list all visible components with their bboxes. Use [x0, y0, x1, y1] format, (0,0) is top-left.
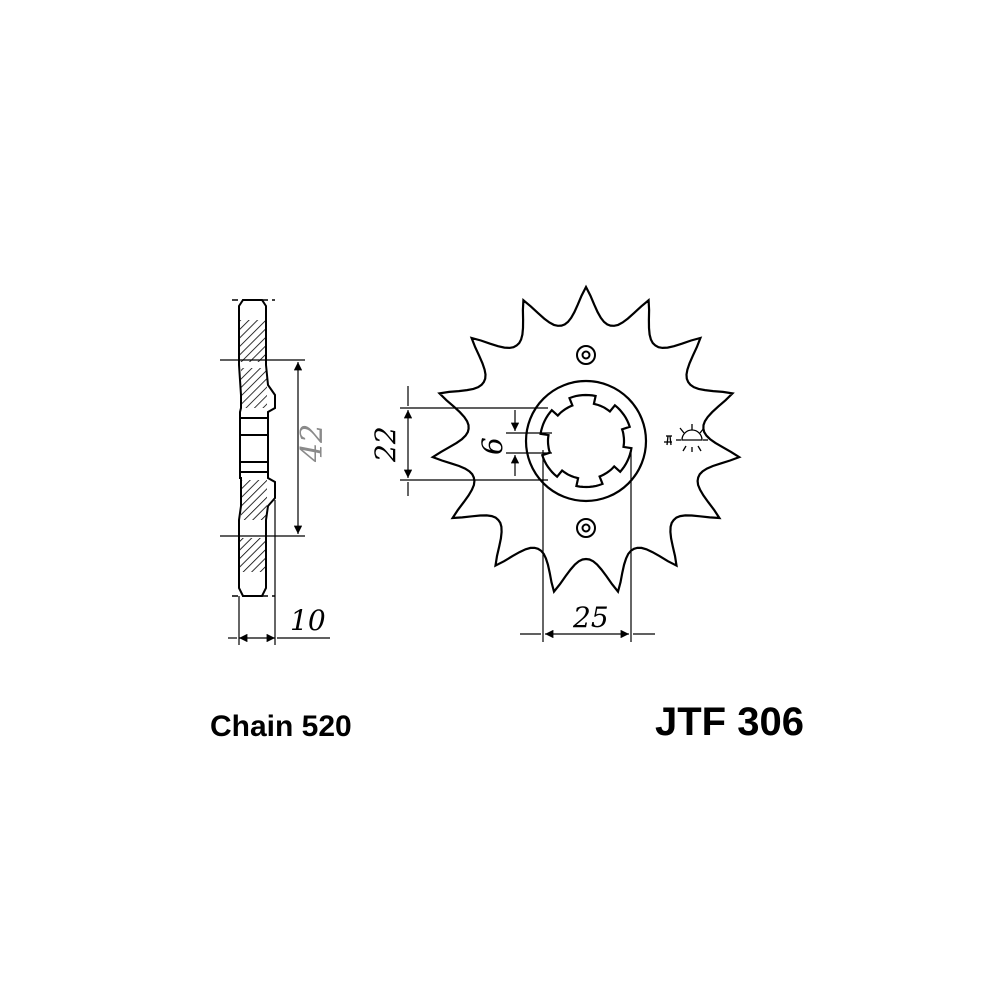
dimension-10-label: 10: [290, 604, 326, 637]
splined-bore: [524, 379, 648, 503]
bolt-hole-bottom: [576, 518, 596, 538]
bolt-hole-top: [576, 345, 596, 365]
dimension-22-label: 22: [369, 426, 402, 463]
dimension-25-label: 25: [572, 601, 609, 634]
chain-size-label: Chain 520: [210, 710, 352, 743]
dimension-25: [520, 450, 655, 642]
sun-marking-icon: [664, 424, 708, 452]
side-view-hatch-mid-bot: [241, 480, 267, 520]
front-view: [430, 284, 742, 594]
dimension-42-label: 42: [295, 424, 330, 463]
side-view-hatch-top: [240, 320, 265, 362]
dimension-22: [400, 386, 548, 496]
side-view: [232, 299, 276, 597]
dimension-10: [228, 500, 330, 645]
side-view-hatch-bottom: [240, 538, 265, 572]
dimension-6-label: 6: [476, 437, 509, 455]
side-view-hatch-mid-top: [241, 368, 267, 408]
part-number-label: JTF 306: [655, 700, 804, 744]
sprocket-outline: [430, 284, 742, 594]
dimension-6: [506, 410, 552, 476]
side-view-profile: [238, 299, 276, 597]
dimension-42: [220, 359, 305, 537]
